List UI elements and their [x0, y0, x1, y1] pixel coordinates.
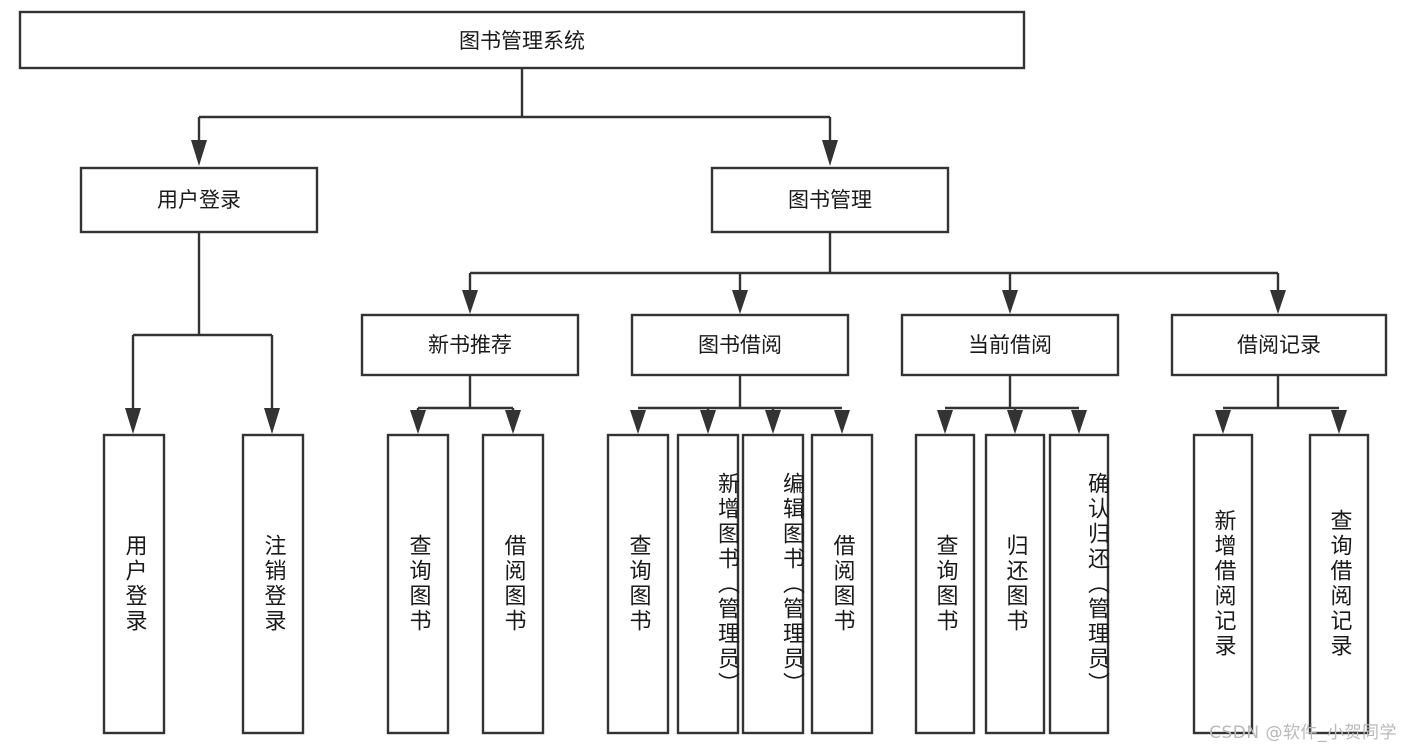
- leaf-box-user-login[interactable]: [102, 433, 166, 735]
- leaf-box-br-query-record[interactable]: [1308, 433, 1370, 735]
- leaf-box-nb-query-book[interactable]: [386, 433, 450, 735]
- arrowhead-cb-confirm-return: [1071, 410, 1087, 434]
- node-root-label: 图书管理系统: [459, 29, 585, 53]
- leaf-box-logout[interactable]: [241, 433, 305, 735]
- node-book-borrow-label: 图书借阅: [698, 333, 782, 357]
- leaf-box-bb-edit-book[interactable]: [741, 433, 805, 735]
- arrowhead-current-borrow: [1002, 290, 1018, 314]
- arrowhead-cb-return-book: [1007, 410, 1023, 434]
- edges-new-book-to-leaves: [410, 375, 521, 434]
- arrowhead-bb-add-book: [700, 410, 716, 434]
- edges-root-to-level1: [191, 68, 838, 166]
- arrowhead-book-manage: [822, 140, 838, 166]
- edges-book-borrow-to-leaves: [630, 375, 850, 434]
- edges-borrow-record-to-leaves: [1215, 375, 1347, 434]
- node-current-borrow[interactable]: 当前借阅: [900, 313, 1120, 377]
- node-book-borrow-box[interactable]: [630, 313, 850, 377]
- node-root-box[interactable]: [18, 10, 1026, 70]
- arrowhead-br-query-record: [1331, 410, 1347, 434]
- node-borrow-record-label: 借阅记录: [1237, 333, 1321, 357]
- edges-user-login-to-leaves: [125, 232, 280, 434]
- node-user-login[interactable]: 用户登录: [79, 166, 319, 234]
- node-book-manage[interactable]: 图书管理: [710, 166, 950, 234]
- arrowhead-leaf-user-login: [125, 408, 141, 434]
- leaf-box-cb-confirm-return[interactable]: [1048, 433, 1110, 735]
- arrowhead-user-login: [191, 140, 207, 166]
- arrowhead-nb-query-book: [410, 410, 426, 434]
- edges-book-manage-to-level2: [462, 232, 1286, 314]
- arrowhead-br-add-record: [1215, 410, 1231, 434]
- node-user-login-box[interactable]: [79, 166, 319, 234]
- node-new-book-label: 新书推荐: [428, 333, 512, 357]
- node-root[interactable]: 图书管理系统: [18, 10, 1026, 70]
- edges-current-borrow-to-leaves: [937, 375, 1087, 434]
- leaf-box-cb-query-book[interactable]: [914, 433, 976, 735]
- node-user-login-label: 用户登录: [157, 188, 241, 212]
- arrowhead-borrow-record: [1270, 290, 1286, 314]
- arrowhead-bb-borrow-book: [834, 410, 850, 434]
- node-book-manage-label: 图书管理: [788, 188, 872, 212]
- node-borrow-record-box[interactable]: [1170, 313, 1388, 377]
- arrowhead-book-borrow: [732, 290, 748, 314]
- leaf-box-bb-borrow-book[interactable]: [810, 433, 874, 735]
- node-book-manage-box[interactable]: [710, 166, 950, 234]
- node-current-borrow-box[interactable]: [900, 313, 1120, 377]
- node-new-book-box[interactable]: [360, 313, 580, 377]
- arrowhead-leaf-logout: [264, 408, 280, 434]
- leaf-box-nb-borrow-book[interactable]: [481, 433, 545, 735]
- node-book-borrow[interactable]: 图书借阅: [630, 313, 850, 377]
- arrowhead-cb-query-book: [937, 410, 953, 434]
- leaf-box-cb-return-book[interactable]: [984, 433, 1046, 735]
- arrowhead-nb-borrow-book: [505, 410, 521, 434]
- arrowhead-bb-edit-book: [765, 410, 781, 434]
- node-new-book[interactable]: 新书推荐: [360, 313, 580, 377]
- arrowhead-new-book: [462, 290, 478, 314]
- leaf-box-br-add-record[interactable]: [1192, 433, 1254, 735]
- csdn-watermark: CSDN @软件_小贺同学: [1209, 723, 1397, 743]
- leaf-boxes: [102, 433, 1370, 735]
- node-borrow-record[interactable]: 借阅记录: [1170, 313, 1388, 377]
- leaf-box-bb-query-book[interactable]: [606, 433, 670, 735]
- leaf-box-bb-add-book[interactable]: [676, 433, 740, 735]
- node-current-borrow-label: 当前借阅: [968, 333, 1052, 357]
- arrowhead-bb-query-book: [630, 410, 646, 434]
